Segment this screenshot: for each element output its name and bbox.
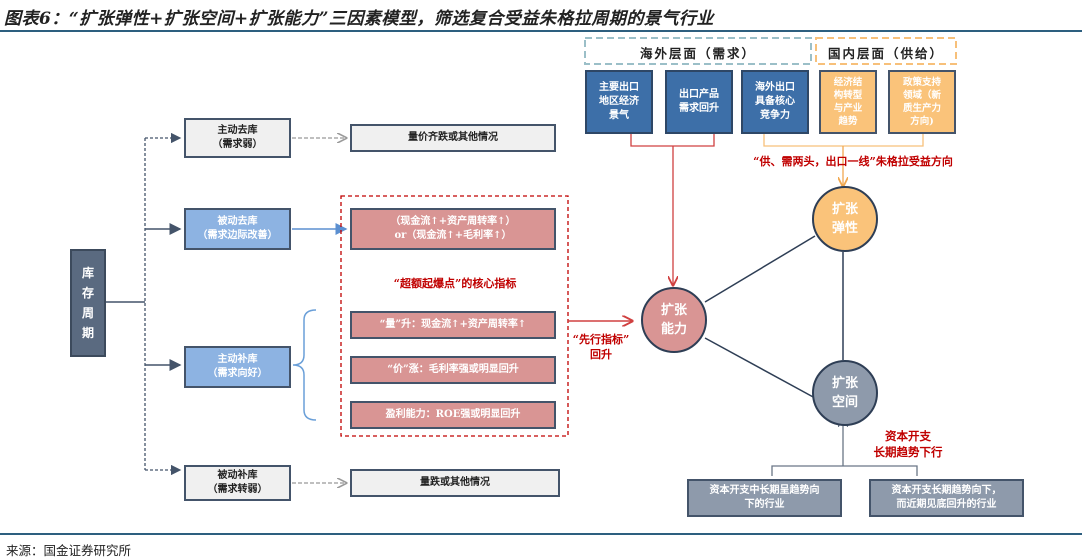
figure-title: 图表6：“扩张弹性+扩张空间+扩张能力”三因素模型，筛选复合受益朱格拉周期的景气… [4, 9, 714, 29]
phase-passive-restocking: 被动补库 （需求转弱） [184, 465, 291, 501]
overseas-box-export-demand: 出口产品 需求回升 [665, 70, 733, 134]
supply-demand-label: “供、需两头，出口一线”朱格拉受益方向 [753, 155, 953, 168]
source-note: 来源：国金证券研究所 [6, 543, 132, 558]
overseas-box-competitiveness: 海外出口 具备核心 竞争力 [741, 70, 809, 134]
indicator-profitability: 盈利能力：ROE强或明显回升 [350, 401, 556, 429]
domestic-header: 国内层面（供给） [827, 46, 944, 61]
brace [292, 309, 317, 421]
overseas-box-export-region: 主要出口 地区经济 景气 [585, 70, 653, 134]
core-indicator-frame [340, 195, 569, 437]
factor-expansion-elasticity: 扩张 弹性 [812, 186, 878, 252]
phase-passive-destocking: 被动去库 （需求边际改善） [184, 208, 291, 250]
capex-trend-label: 资本开支 长期趋势下行 [873, 429, 943, 459]
inventory-tree-connectors [103, 132, 348, 483]
domestic-box-structure: 经济结 构转型 与产业 趋势 [819, 70, 877, 134]
capex-box-rebounding: 资本开支长期趋势向下， 而近期见底回升的行业 [869, 479, 1024, 517]
outcome-cashflow-indicators: （现金流↑+资产周转率↑） or（现金流↑+毛利率↑） [350, 208, 556, 250]
bottom-rule [0, 533, 1082, 535]
indicator-volume: “量”升：现金流↑+资产周转率↑ [350, 311, 556, 339]
core-indicator-heading: “超额起爆点”的核心指标 [393, 277, 517, 290]
outcome-volume-drop: 量跌或其他情况 [350, 469, 560, 497]
capex-box-declining: 资本开支中长期呈趋势向 下的行业 [687, 479, 842, 517]
factor-expansion-space: 扩张 空间 [812, 360, 878, 426]
leading-indicator-label: “先行指标” 回升 [572, 333, 630, 361]
inventory-cycle-root: 库 存 周 期 [70, 249, 106, 357]
phase-active-destocking: 主动去库 （需求弱） [184, 118, 291, 158]
factor-expansion-ability: 扩张 能力 [641, 287, 707, 353]
phase-active-restocking: 主动补库 （需求向好） [184, 346, 291, 388]
domestic-box-policy: 政策支持 领域（新 质生产力 方向) [888, 70, 956, 134]
top-rule [0, 30, 1082, 32]
overseas-header: 海外层面（需求） [639, 46, 756, 61]
indicator-price: “价”涨：毛利率强或明显回升 [350, 356, 556, 384]
outcome-price-volume-drop: 量价齐跌或其他情况 [350, 124, 556, 152]
